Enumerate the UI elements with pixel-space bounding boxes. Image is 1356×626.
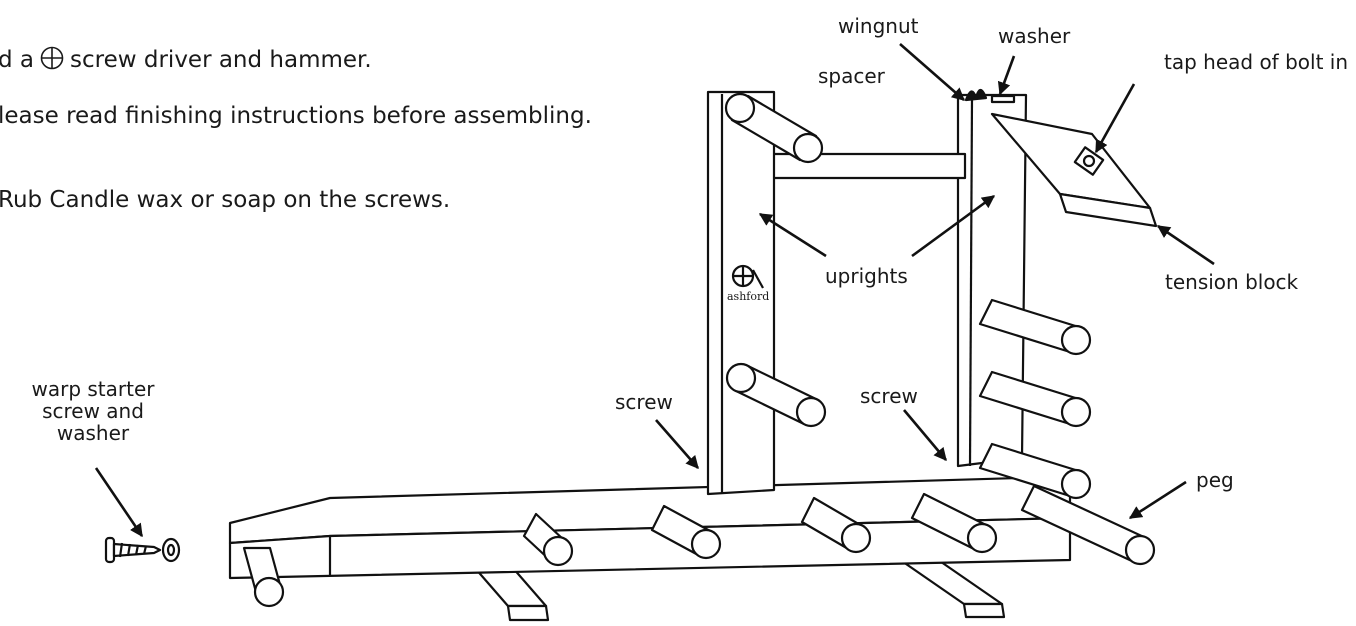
peg: [724, 92, 824, 164]
instruction-tools: d a screw driver and hammer.: [0, 46, 372, 76]
peg: [725, 362, 827, 428]
peg: [800, 496, 872, 554]
label-warp-starter-line: warp starter: [31, 377, 155, 401]
arrow-tap-head: [1094, 83, 1136, 154]
label-peg: peg: [1196, 468, 1234, 492]
label-spacer: spacer: [818, 64, 885, 88]
peg: [650, 504, 722, 560]
label-tension-block: tension block: [1165, 270, 1299, 294]
instruction-read-finishing: lease read finishing instructions before…: [0, 103, 592, 129]
label-warp-starter-line: screw and: [42, 399, 144, 423]
peg: [522, 512, 574, 567]
arrow-wingnut: [899, 43, 965, 101]
arrow-screw-left: [655, 419, 699, 469]
peg: [978, 370, 1092, 428]
arrow-washer: [997, 55, 1016, 96]
label-wingnut: wingnut: [838, 14, 919, 38]
label-screw-left: screw: [615, 390, 673, 414]
label-washer: washer: [998, 24, 1071, 48]
instruction-tools-prefix: d a: [0, 47, 35, 73]
arrow-tension-block: [1156, 224, 1215, 266]
label-uprights: uprights: [825, 264, 908, 288]
peg: [978, 298, 1092, 356]
wingnut-washer: [964, 88, 1016, 104]
arrow-peg: [1128, 480, 1187, 520]
phillips-screwdriver-icon: [40, 46, 64, 76]
label-screw-right: screw: [860, 384, 918, 408]
instruction-wax-screws: Rub Candle wax or soap on the screws.: [0, 187, 451, 213]
warp-starter-screw-icon: [104, 536, 162, 564]
instruction-tools-suffix: screw driver and hammer.: [70, 47, 372, 73]
peg: [910, 492, 998, 554]
warp-starter-washer-icon: [161, 537, 181, 563]
spinning-wheel-icon: [731, 264, 764, 289]
brand-logo-text: ashford: [727, 290, 770, 303]
peg: [1020, 484, 1156, 566]
label-warp-starter: warp starter screw and washer: [28, 378, 158, 444]
tension-block: [990, 112, 1158, 228]
arrow-screw-right: [903, 409, 947, 461]
peg: [242, 546, 285, 608]
arrow-upright-right: [911, 194, 996, 258]
arrow-upright-left: [758, 212, 827, 258]
peg: [978, 442, 1092, 500]
upright-right: [956, 93, 1028, 468]
label-warp-starter-line: washer: [56, 421, 130, 445]
arrow-warp-starter: [94, 467, 144, 538]
label-tap-head-of-bolt: tap head of bolt in: [1164, 50, 1348, 74]
